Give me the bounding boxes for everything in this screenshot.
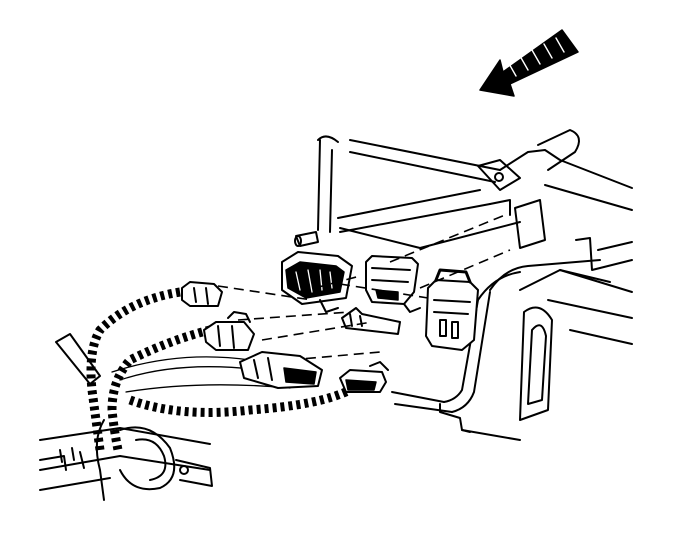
module-connector-left bbox=[281, 251, 353, 313]
harness-connector-lower bbox=[239, 351, 323, 389]
harness-connector-middle bbox=[203, 311, 255, 351]
steering-column bbox=[39, 419, 213, 501]
module-connector-right bbox=[425, 268, 479, 351]
instrument-panel-frame bbox=[317, 129, 633, 441]
harness-connector-small bbox=[339, 361, 389, 393]
harness-connector-upper bbox=[181, 281, 223, 307]
mounting-bracket bbox=[341, 307, 401, 335]
wiring-harness-conduit bbox=[55, 287, 353, 451]
retaining-clip bbox=[294, 231, 319, 247]
direction-arrow bbox=[479, 29, 579, 97]
module-connector-center bbox=[365, 255, 421, 313]
alignment-lines bbox=[217, 214, 511, 361]
